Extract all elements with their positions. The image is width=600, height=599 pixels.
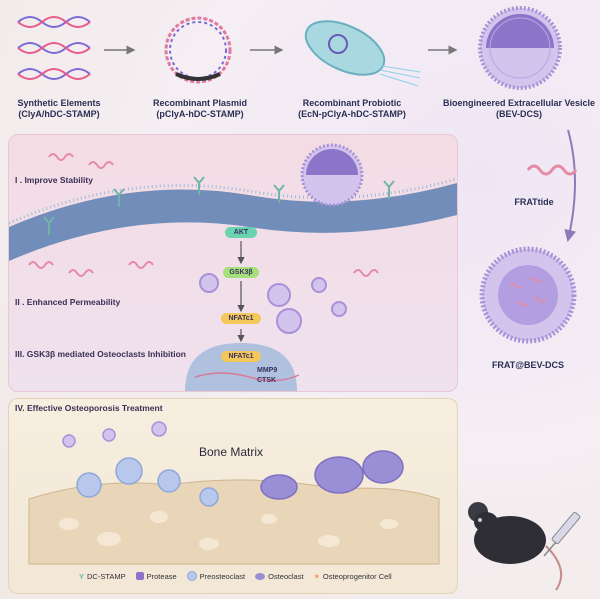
mmp9-gene: MMP9 [257,367,278,374]
legend-item-protease: Protease [135,571,177,581]
dna-strands-icon [17,16,91,80]
mouse-syringe-graphics [468,502,581,591]
top-row-graphics [17,6,562,90]
step-enhanced-permeability: II . Enhanced Permeability [15,297,121,307]
bone-treatment-panel: IV. Effective Osteoporosis Treatment Bon… [8,398,458,594]
legend: Y DC-STAMP Protease Preosteoclast Osteoc… [79,571,392,581]
recombinant-probiotic-label: Recombinant Probiotic(EcN-pClyA-hDC-STAM… [298,98,406,119]
osteoprogenitor-icon: ✶ [313,571,320,581]
nfatc1-node-nucleus: NFATc1 [221,351,261,362]
step-improve-stability: I . Improve Stability [15,175,93,185]
step-osteoclast-inhibition: III. GSK3β mediated Osteoclasts Inhibiti… [15,349,186,359]
bone-graphics [28,421,440,565]
ctsk-gene: CTSK [257,377,277,384]
plasmid-icon [164,16,232,84]
bone-matrix-title: Bone Matrix [199,445,264,459]
frat-bev-vesicle-icon [479,246,577,344]
legend-item-osteoclast: Osteoclast [255,571,304,581]
bev-vesicle-icon [478,6,562,90]
akt-node: AKT [225,227,257,238]
frattide-label: FRATtide [514,197,554,207]
legend-item-dc-stamp: Y DC-STAMP [79,571,126,581]
mouse-icon [468,502,563,591]
frat-bev-dcs-label: FRAT@BEV-DCS [491,360,565,370]
receptor-icon: Y [79,571,85,581]
legend-item-preosteoclast: Preosteoclast [186,571,245,581]
gsk3b-node: GSK3β [223,267,259,278]
mechanism-graphics [9,143,457,391]
synthetic-elements-label: Synthetic Elements(ClyA/hDC-STAMP) [17,98,101,119]
preosteoclast-icon [186,571,197,581]
probiotic-bacterium-icon [304,20,421,87]
recombinant-plasmid-label: Recombinant Plasmid(pClyA-hDC-STAMP) [152,98,248,119]
bev-label: Bioengineered Extracellular Vesicle(BEV-… [442,98,596,119]
syringe-icon [543,511,581,557]
mechanism-panel: I . Improve Stability II . Enhanced Perm… [8,134,458,392]
osteoclast-icon [255,572,266,580]
protease-icon [135,572,144,580]
nfatc1-node-cytoplasm: NFATc1 [221,313,261,324]
right-column-graphics [479,129,578,344]
step-osteoporosis-treatment: IV. Effective Osteoporosis Treatment [15,403,163,413]
legend-item-osteoprogenitor: ✶ Osteoprogenitor Cell [313,571,392,581]
